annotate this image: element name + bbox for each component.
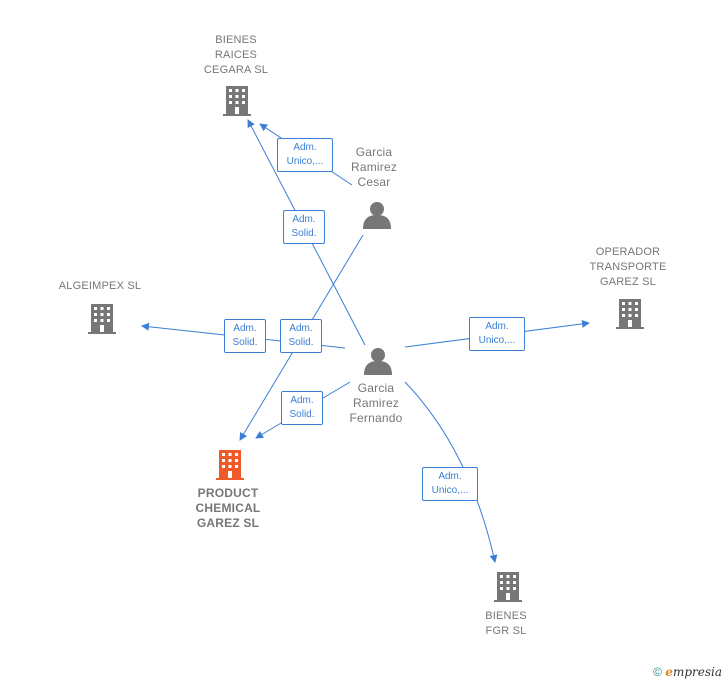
building-icon-bienes-raices bbox=[223, 86, 251, 116]
copyright-icon: © bbox=[653, 665, 662, 679]
person-icon-cesar bbox=[363, 202, 391, 229]
relation-box-adm-solid[interactable]: Adm. Solid. bbox=[224, 319, 266, 353]
person-label-cesar[interactable]: Garcia Ramirez Cesar bbox=[350, 145, 398, 189]
person-label-fernando[interactable]: Garcia Ramirez Fernando bbox=[349, 381, 403, 425]
company-label-bienes-raices[interactable]: BIENES RAICES CEGARA SL bbox=[203, 34, 269, 76]
company-label-bienes-fgr[interactable]: BIENES FGR SL bbox=[485, 610, 527, 637]
footer-brand: © empresia bbox=[653, 665, 722, 679]
company-label-product-chemical[interactable]: PRODUCT CHEMICAL GAREZ SL bbox=[195, 486, 261, 530]
relation-box-adm-unico[interactable]: Adm. Unico,... bbox=[422, 467, 478, 501]
company-label-algeimpex[interactable]: ALGEIMPEX SL bbox=[58, 280, 142, 292]
brand-logo-e: e bbox=[665, 665, 673, 679]
relation-box-adm-solid[interactable]: Adm. Solid. bbox=[281, 391, 323, 425]
person-icon-fernando bbox=[364, 348, 392, 375]
relation-box-adm-unico[interactable]: Adm. Unico,... bbox=[469, 317, 525, 351]
building-icon-operador bbox=[616, 299, 644, 329]
relation-box-adm-solid[interactable]: Adm. Solid. bbox=[280, 319, 322, 353]
relation-box-adm-solid[interactable]: Adm. Solid. bbox=[283, 210, 325, 244]
company-label-operador[interactable]: OPERADOR TRANSPORTE GAREZ SL bbox=[589, 246, 667, 288]
edge-fernando-bienes-fgr bbox=[404, 381, 498, 563]
brand-name: mpresia bbox=[672, 665, 722, 679]
building-icon-algeimpex bbox=[88, 304, 116, 334]
relation-box-adm-unico[interactable]: Adm. Unico,... bbox=[277, 138, 333, 172]
building-icon-product-chemical bbox=[216, 450, 244, 480]
building-icon-bienes-fgr bbox=[494, 572, 522, 602]
